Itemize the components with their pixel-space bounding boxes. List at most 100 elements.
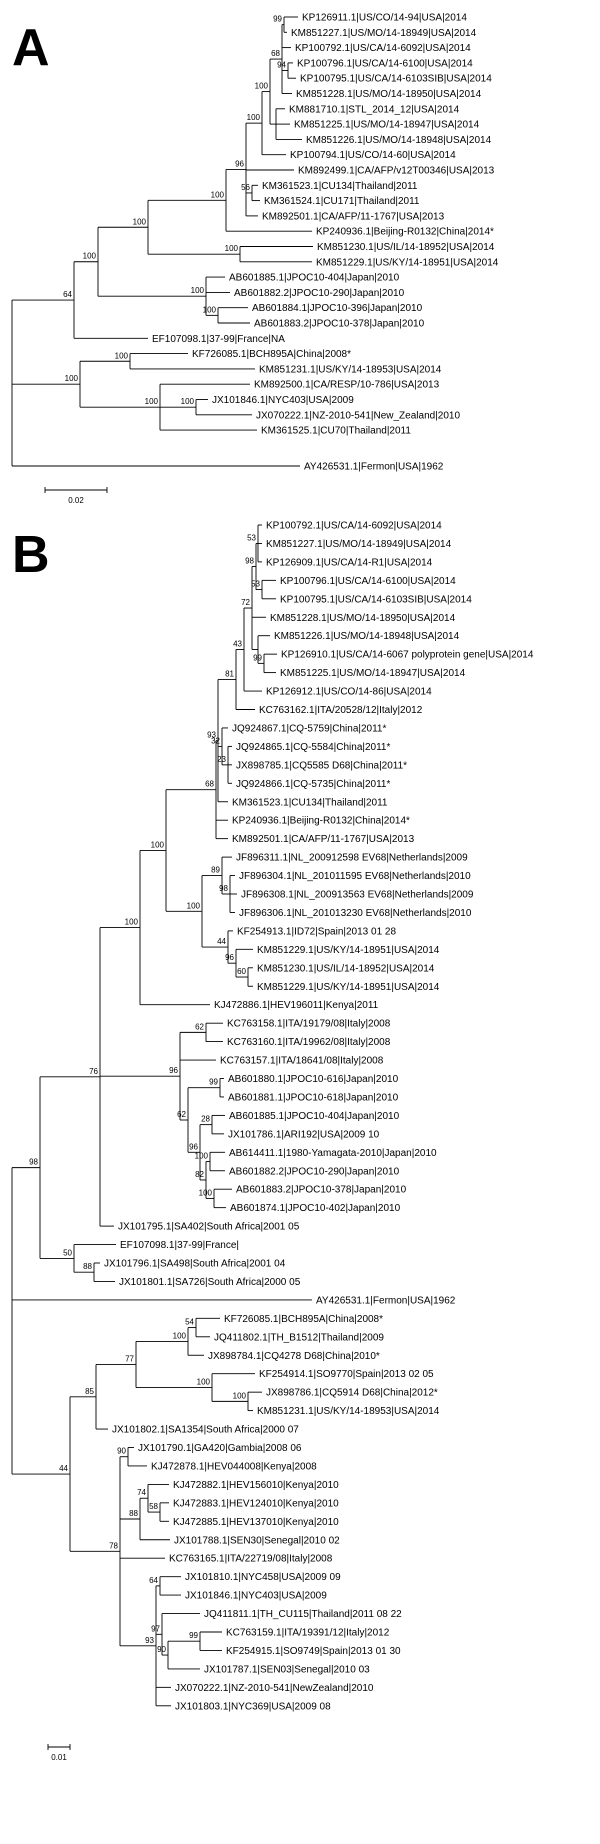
tip-label: KP100796.1|US/CA/14-6100|USA|2014 bbox=[280, 576, 456, 587]
bootstrap-value: 100 bbox=[247, 113, 261, 122]
tip-label: KF726085.1|BCH895A|China|2008* bbox=[224, 1314, 383, 1325]
tip-label: KP126911.1|US/CO/14-94|USA|2014 bbox=[302, 13, 467, 24]
bootstrap-value: 72 bbox=[241, 598, 250, 607]
bootstrap-value: 100 bbox=[133, 217, 147, 226]
tip-label: EF107098.1|37-99|France|NA bbox=[152, 334, 285, 345]
tip-label: KM361523.1|CU134|Thailand|2011 bbox=[232, 797, 388, 808]
tip-label: JQ411811.1|TH_CU115|Thailand|2011 08 22 bbox=[204, 1609, 402, 1620]
tip-label: KJ472885.1|HEV137010|Kenya|2010 bbox=[173, 1517, 339, 1528]
tip-label: KC763165.1|ITA/22719/08|Italy|2008 bbox=[169, 1554, 333, 1565]
tip-label: KM851229.1|US/KY/14-18951|USA|2014 bbox=[257, 982, 440, 993]
bootstrap-value: 58 bbox=[149, 1502, 158, 1511]
tip-label: AB601885.1|JPOC10-404|Japan|2010 bbox=[229, 1111, 400, 1122]
bootstrap-value: 98 bbox=[29, 1158, 38, 1167]
tip-label: KP240936.1|Beijing-R0132|China|2014* bbox=[232, 816, 410, 827]
bootstrap-value: 60 bbox=[237, 967, 246, 976]
bootstrap-value: 100 bbox=[197, 1378, 211, 1387]
bootstrap-value: 100 bbox=[83, 252, 97, 261]
tip-label: JX070222.1|NZ-2010-541|NewZealand|2010 bbox=[175, 1683, 374, 1694]
tip-label: JQ924867.1|CQ-5759|China|2011* bbox=[232, 723, 386, 734]
bootstrap-value: 85 bbox=[85, 1387, 94, 1396]
tip-label: KF254915.1|SO9749|Spain|2013 01 30 bbox=[226, 1646, 401, 1657]
tip-label: KM851228.1|US/MO/14-18950|USA|2014 bbox=[270, 613, 456, 624]
bootstrap-value: 100 bbox=[203, 305, 217, 314]
bootstrap-value: 62 bbox=[195, 1022, 204, 1031]
tip-label: JX101810.1|NYC458|USA|2009 09 bbox=[185, 1572, 341, 1583]
tip-label: AB601885.1|JPOC10-404|Japan|2010 bbox=[229, 273, 400, 284]
tip-label: KF726085.1|BCH895A|China|2008* bbox=[192, 349, 351, 360]
tip-label: KM851228.1|US/MO/14-18950|USA|2014 bbox=[296, 89, 482, 100]
tip-label: KM881710.1|STL_2014_12|USA|2014 bbox=[289, 104, 460, 115]
phylogenetic-tree: 5353989972438123329368988960964410010010… bbox=[11, 521, 534, 1762]
bootstrap-value: 100 bbox=[145, 397, 159, 406]
tip-label: AB601883.2|JPOC10-378|Japan|2010 bbox=[236, 1185, 407, 1196]
bootstrap-value: 96 bbox=[169, 1066, 178, 1075]
tip-label: KM851225.1|US/MO/14-18947|USA|2014 bbox=[280, 668, 466, 679]
bootstrap-value: 64 bbox=[149, 1576, 158, 1585]
bootstrap-value: 100 bbox=[151, 840, 165, 849]
bootstrap-value: 53 bbox=[247, 533, 256, 542]
bootstrap-value: 93 bbox=[145, 1636, 154, 1645]
tip-label: JX101801.1|SA726|South Africa|2000 05 bbox=[119, 1277, 301, 1288]
bootstrap-value: 93 bbox=[207, 731, 216, 740]
bootstrap-value: 54 bbox=[185, 1318, 194, 1327]
bootstrap-value: 100 bbox=[187, 901, 201, 910]
tip-label: KC763158.1|ITA/19179/08|Italy|2008 bbox=[227, 1019, 391, 1030]
tip-label: AB601880.1|JPOC10-616|Japan|2010 bbox=[228, 1074, 399, 1085]
bootstrap-value: 76 bbox=[89, 1067, 98, 1076]
tip-label: KP100792.1|US/CA/14-6092|USA|2014 bbox=[295, 43, 471, 54]
tip-label: KJ472882.1|HEV156010|Kenya|2010 bbox=[173, 1480, 339, 1491]
tip-label: KM361524.1|CU171|Thailand|2011 bbox=[264, 196, 420, 207]
tip-label: KM851227.1|US/MO/14-18949|USA|2014 bbox=[266, 539, 452, 550]
bootstrap-value: 89 bbox=[211, 866, 220, 875]
tip-label: AB601881.1|JPOC10-618|Japan|2010 bbox=[228, 1092, 399, 1103]
tip-label: KP126912.1|US/CO/14-86|USA|2014 bbox=[266, 687, 432, 698]
tip-label: KP240936.1|Beijing-R0132|China|2014* bbox=[316, 227, 494, 238]
tip-label: JX101790.1|GA420|Gambia|2008 06 bbox=[138, 1443, 302, 1454]
tip-label: KM851227.1|US/MO/14-18949|USA|2014 bbox=[291, 28, 477, 39]
tip-label: KM851226.1|US/MO/14-18948|USA|2014 bbox=[306, 135, 492, 146]
tip-label: KM851229.1|US/KY/14-18951|USA|2014 bbox=[316, 257, 499, 268]
bootstrap-value: 100 bbox=[255, 82, 269, 91]
tip-label: KM361525.1|CU70|Thailand|2011 bbox=[261, 426, 411, 437]
panel-label: B bbox=[12, 526, 50, 584]
bootstrap-value: 96 bbox=[189, 1142, 198, 1151]
tip-label: JQ411802.1|TH_B1512|Thailand|2009 bbox=[214, 1332, 384, 1343]
bootstrap-value: 100 bbox=[115, 351, 129, 360]
tip-label: KC763157.1|ITA/18641/08|Italy|2008 bbox=[220, 1056, 384, 1067]
bootstrap-value: 88 bbox=[83, 1262, 92, 1271]
tip-label: KP100796.1|US/CA/14-6100|USA|2014 bbox=[297, 58, 473, 69]
bootstrap-value: 77 bbox=[125, 1354, 134, 1363]
tip-label: KP100794.1|US/CO/14-60|USA|2014 bbox=[290, 150, 456, 161]
tip-label: AB601884.1|JPOC10-396|Japan|2010 bbox=[252, 303, 423, 314]
tip-label: JQ924866.1|CQ-5735|China|2011* bbox=[236, 779, 390, 790]
tip-label: JX101846.1|NYC403|USA|2009 bbox=[212, 395, 354, 406]
bootstrap-value: 100 bbox=[195, 1152, 209, 1161]
bootstrap-value: 99 bbox=[189, 1631, 198, 1640]
bootstrap-value: 68 bbox=[205, 780, 214, 789]
bootstrap-value: 90 bbox=[117, 1447, 126, 1456]
bootstrap-value: 100 bbox=[211, 190, 225, 199]
tip-label: JF896308.1|NL_200913563 EV68|Netherlands… bbox=[241, 890, 474, 901]
bootstrap-value: 96 bbox=[235, 160, 244, 169]
tip-label: AB614411.1|1980-Yamagata-2010|Japan|2010 bbox=[229, 1148, 437, 1159]
tip-label: KM892501.1|CA/AFP/11-1767|USA|2013 bbox=[232, 834, 415, 845]
tip-label: JX101802.1|SA1354|South Africa|2000 07 bbox=[112, 1425, 299, 1436]
tip-label: AY426531.1|Fermon|USA|1962 bbox=[304, 462, 444, 473]
tip-label: JX070222.1|NZ-2010-541|New_Zealand|2010 bbox=[256, 410, 460, 421]
bootstrap-value: 78 bbox=[109, 1541, 118, 1550]
bootstrap-value: 100 bbox=[191, 286, 205, 295]
phylogenetic-tree: 9499681001005696100100100100100100641001… bbox=[11, 13, 499, 505]
tip-label: KM361523.1|CU134|Thailand|2011 bbox=[262, 181, 418, 192]
bootstrap-value: 44 bbox=[217, 937, 226, 946]
scale-label: 0.02 bbox=[68, 496, 84, 505]
bootstrap-value: 99 bbox=[209, 1078, 218, 1087]
tip-label: KP100795.1|US/CA/14-6103SIB|USA|2014 bbox=[300, 74, 492, 85]
tip-label: JQ924865.1|CQ-5584|China|2011* bbox=[236, 742, 390, 753]
bootstrap-value: 44 bbox=[59, 1464, 68, 1473]
tip-label: KJ472883.1|HEV124010|Kenya|2010 bbox=[173, 1498, 339, 1509]
tip-label: KC763162.1|ITA/20528/12|Italy|2012 bbox=[259, 705, 423, 716]
tip-label: KM851226.1|US/MO/14-18948|USA|2014 bbox=[274, 631, 460, 642]
